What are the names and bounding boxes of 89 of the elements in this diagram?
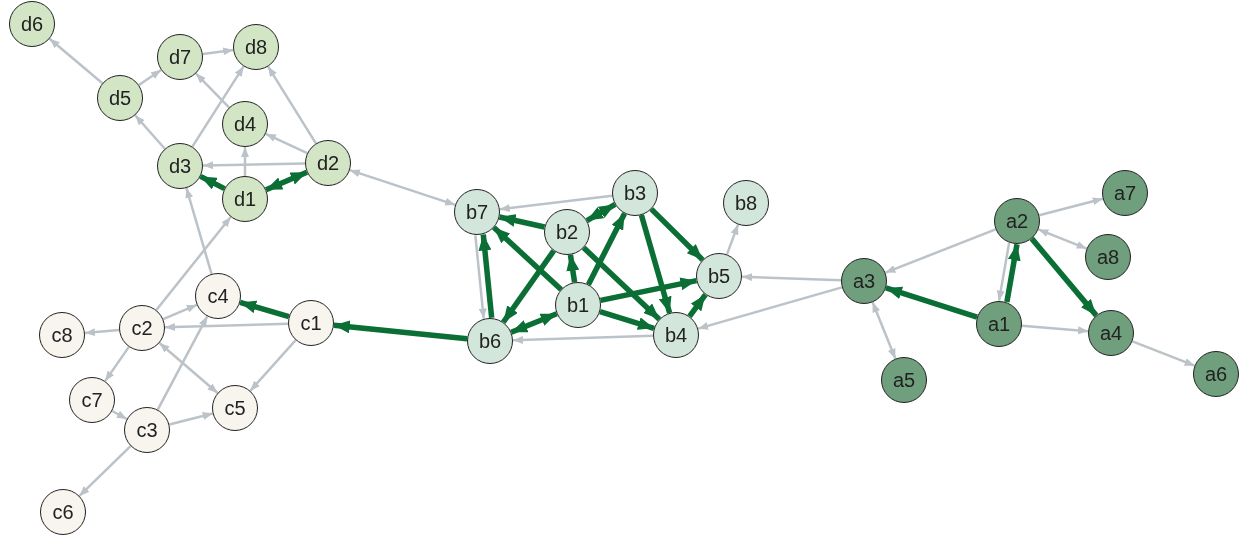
arrow — [156, 315, 209, 411]
arrow — [566, 254, 580, 283]
arrow — [638, 214, 673, 314]
node-circle: d8 — [233, 24, 279, 70]
arrow — [585, 202, 617, 223]
node-circle: c2 — [119, 305, 165, 351]
arrow — [169, 412, 213, 426]
node-circle: a2 — [994, 198, 1040, 244]
arrow — [158, 342, 219, 394]
arrow — [512, 334, 654, 344]
arrow — [1029, 236, 1099, 318]
node-circle: a8 — [1085, 234, 1131, 280]
arrow — [48, 37, 104, 85]
arrow — [249, 339, 297, 392]
node-circle: c8 — [39, 312, 85, 358]
node-circle: c5 — [212, 385, 258, 431]
arrow — [585, 212, 628, 286]
arrow — [202, 47, 234, 56]
arrow — [162, 303, 198, 321]
node-circle: a4 — [1088, 310, 1134, 356]
node-circle: b1 — [555, 282, 601, 328]
arrow — [1038, 197, 1104, 217]
node-circle: b6 — [467, 318, 513, 364]
arrow — [267, 65, 317, 145]
node-circle: c6 — [40, 489, 86, 535]
arrow — [725, 224, 740, 255]
node-circle: a3 — [841, 258, 887, 304]
arrow — [349, 169, 456, 206]
arrow — [885, 285, 978, 320]
node-circle: a5 — [881, 357, 927, 403]
arrow — [498, 214, 546, 230]
arrow — [599, 309, 655, 331]
arrow — [649, 207, 705, 262]
node-circle: d1 — [222, 176, 268, 222]
arrow — [78, 445, 132, 497]
node-circle: d3 — [157, 143, 203, 189]
node-circle: d5 — [97, 75, 143, 121]
arrow — [84, 328, 120, 337]
arrow — [1004, 243, 1021, 303]
arrow — [499, 194, 613, 213]
arrow — [191, 65, 245, 148]
arrow — [474, 235, 487, 319]
arrow — [265, 132, 308, 155]
arrow — [333, 320, 468, 342]
arrow — [1037, 228, 1088, 250]
node-circle: a6 — [1193, 351, 1239, 397]
arrow — [492, 225, 563, 292]
arrow — [871, 301, 897, 360]
node-circle: b8 — [723, 180, 769, 226]
arrow — [1021, 324, 1089, 335]
arrow — [202, 161, 306, 170]
node-circle: b5 — [696, 253, 742, 299]
arrow — [164, 322, 289, 331]
node-circle: d7 — [157, 34, 203, 80]
arrow — [741, 273, 842, 282]
node-circle: c3 — [124, 407, 170, 453]
arrow — [199, 173, 226, 192]
arrow — [1131, 340, 1196, 367]
node-circle: b3 — [612, 170, 658, 216]
arrow — [581, 245, 662, 322]
arrow — [510, 311, 558, 335]
arrow — [996, 242, 1011, 301]
arrow — [134, 114, 166, 150]
arrow — [195, 72, 230, 109]
node-circle: d4 — [222, 101, 268, 147]
arrow — [104, 346, 130, 382]
node-circle: d6 — [9, 1, 55, 47]
arrow — [687, 292, 708, 319]
node-circle: b7 — [454, 189, 500, 235]
node-circle: a1 — [976, 301, 1022, 347]
node-circle: b4 — [653, 312, 699, 358]
arrow — [111, 409, 128, 421]
arrow — [138, 68, 162, 87]
arrow — [501, 249, 556, 324]
node-circle: b2 — [544, 209, 590, 255]
node-circle: c1 — [288, 300, 334, 346]
node-circle: d2 — [305, 140, 351, 186]
arrow — [697, 286, 843, 330]
arrow — [884, 228, 997, 274]
arrow — [185, 187, 213, 275]
arrow — [599, 277, 698, 304]
arrow — [478, 234, 495, 318]
arrow — [265, 169, 308, 193]
node-circle: c4 — [195, 273, 241, 319]
node-circle: a7 — [1102, 170, 1148, 216]
arrow — [241, 147, 249, 176]
arrow — [239, 299, 290, 320]
node-circle: c7 — [69, 377, 115, 423]
arrow — [155, 216, 232, 311]
